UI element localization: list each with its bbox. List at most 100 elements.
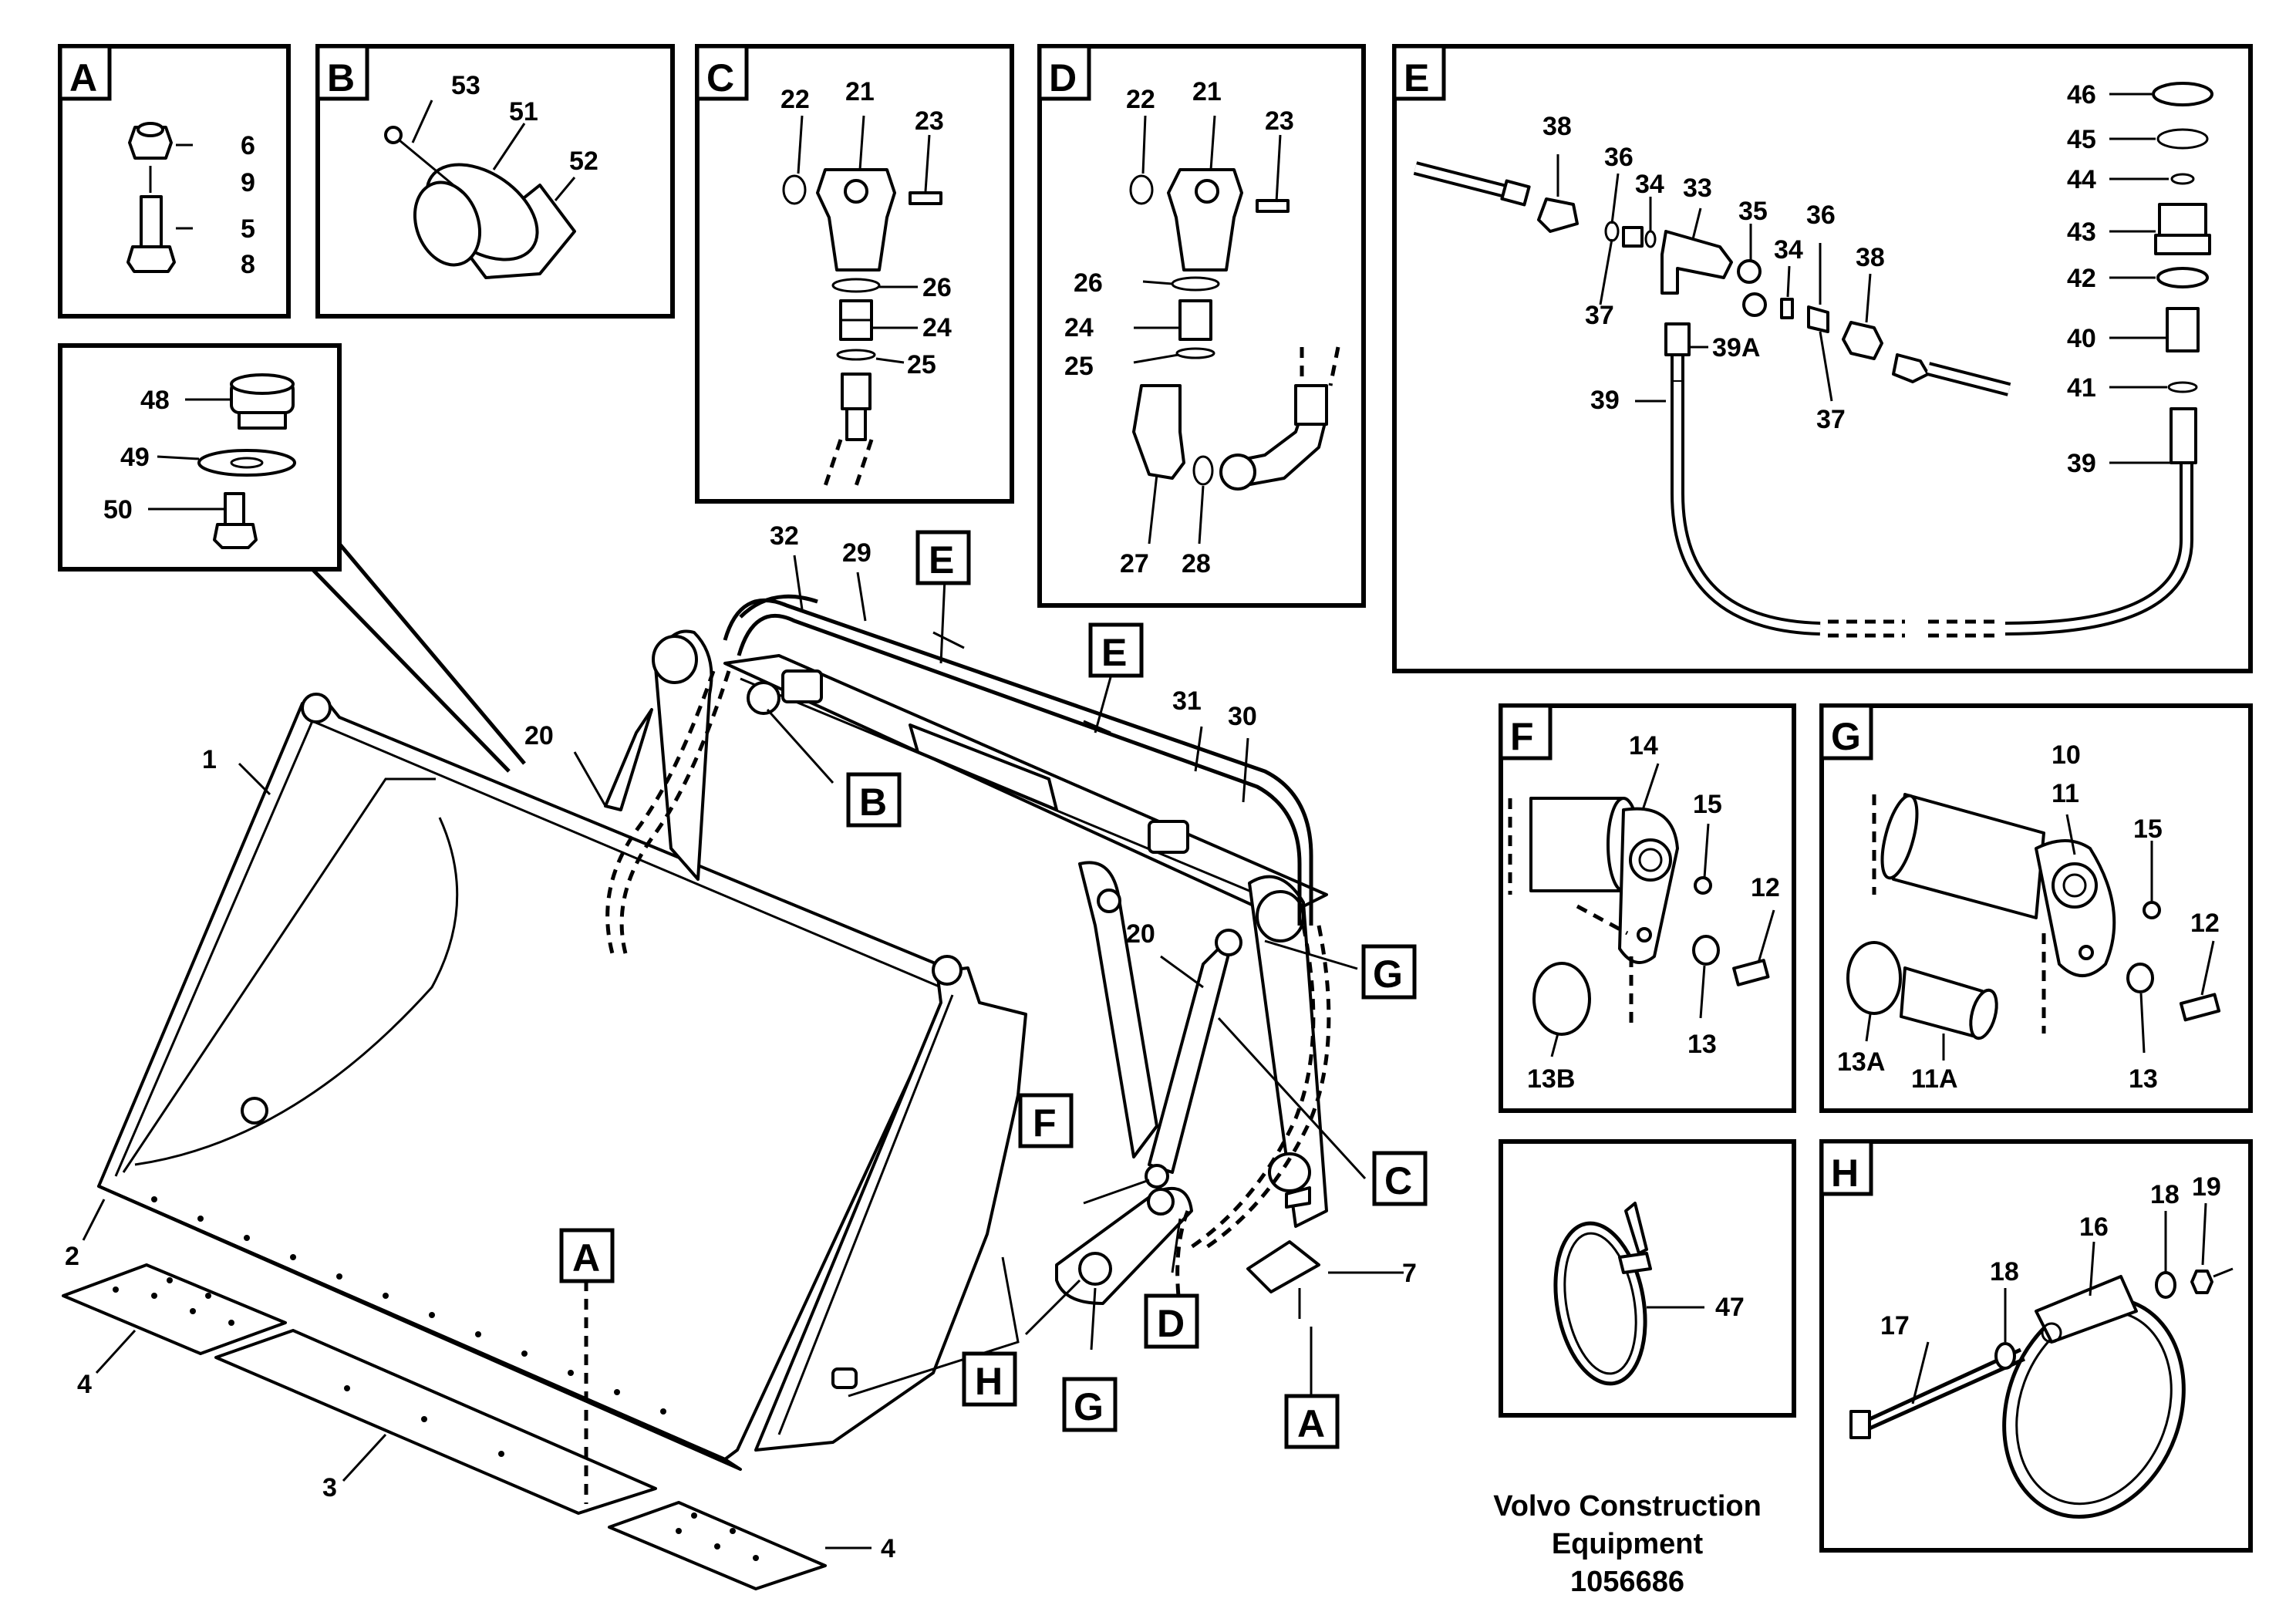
label-24: 24 <box>1064 313 1094 342</box>
callout-a-2[interactable]: A <box>1284 1394 1340 1449</box>
callout-e-2-text: E <box>1101 631 1127 674</box>
callout-c[interactable]: C <box>1372 1151 1428 1206</box>
label-20: 20 <box>1126 919 1155 949</box>
label-11a: 11A <box>1911 1064 1958 1094</box>
label-18: 18 <box>1990 1257 2019 1286</box>
inset-g-tag: G <box>1831 715 1861 758</box>
label-22: 22 <box>781 85 810 114</box>
inset-a: A 6 9 5 8 <box>58 44 291 319</box>
callout-g-2-text: G <box>1074 1385 1104 1428</box>
label-36: 36 <box>1604 143 1633 172</box>
label-1: 1 <box>202 745 217 774</box>
label-48: 48 <box>140 386 170 415</box>
label-39: 39 <box>2067 449 2096 478</box>
label-10: 10 <box>2052 740 2081 770</box>
label-25: 25 <box>1064 352 1094 381</box>
inset-e: E <box>1392 44 2253 673</box>
label-14: 14 <box>1629 731 1658 760</box>
main-assembly <box>62 555 1404 1590</box>
callout-a-1-text: A <box>572 1236 600 1280</box>
callout-h-text: H <box>975 1360 1003 1403</box>
callout-g-1[interactable]: G <box>1361 944 1417 1000</box>
label-20: 20 <box>524 721 554 750</box>
label-4: 4 <box>881 1534 895 1563</box>
footer-line3: 1056686 <box>1570 1566 1684 1598</box>
label-34: 34 <box>1635 170 1664 199</box>
footer-credit: Volvo Construction Equipment 1056686 <box>1493 1490 1762 1598</box>
label-34: 34 <box>1774 235 1803 265</box>
label-30: 30 <box>1228 702 1257 731</box>
label-13a: 13A <box>1837 1047 1885 1077</box>
label-26: 26 <box>922 273 952 302</box>
inset-h: H 17 18 16 18 19 <box>1819 1139 2253 1553</box>
inset-b: B 53 51 52 <box>315 44 675 319</box>
footer-line1: Volvo Construction <box>1493 1490 1762 1523</box>
label-3: 3 <box>322 1473 337 1502</box>
label-13: 13 <box>2129 1064 2158 1094</box>
callout-d-text: D <box>1157 1302 1185 1345</box>
label-31: 31 <box>1172 686 1202 716</box>
inset-a-tag: A <box>69 56 97 99</box>
label-46: 46 <box>2067 80 2096 110</box>
label-51: 51 <box>509 97 538 126</box>
inset-c: C 22 21 23 26 24 25 <box>695 44 1014 504</box>
callout-g-2[interactable]: G <box>1062 1377 1118 1432</box>
callout-e-1[interactable]: E <box>915 530 971 585</box>
label-25: 25 <box>907 350 936 379</box>
callout-a-2-text: A <box>1297 1402 1325 1445</box>
callout-e-2[interactable]: E <box>1088 622 1144 678</box>
label-53: 53 <box>451 71 480 100</box>
label-52: 52 <box>569 147 598 176</box>
label-12: 12 <box>1751 873 1780 902</box>
callout-d[interactable]: D <box>1144 1293 1199 1349</box>
callout-h[interactable]: H <box>962 1351 1017 1407</box>
label-32: 32 <box>770 521 799 551</box>
label-41: 41 <box>2067 373 2096 403</box>
label-7: 7 <box>1402 1259 1417 1288</box>
label-21: 21 <box>845 77 875 106</box>
label-13b: 13B <box>1527 1064 1575 1094</box>
label-50: 50 <box>103 495 133 524</box>
callout-a-1[interactable]: A <box>559 1228 615 1283</box>
label-11: 11 <box>2052 779 2079 808</box>
callout-f[interactable]: F <box>1018 1093 1074 1148</box>
label-39a: 39A <box>1712 333 1760 363</box>
label-39: 39 <box>1590 386 1620 415</box>
label-35: 35 <box>1738 197 1768 226</box>
callout-g-1-text: G <box>1373 953 1403 996</box>
inset-f-tag: F <box>1510 715 1534 758</box>
label-26: 26 <box>1074 268 1103 298</box>
label-2: 2 <box>65 1242 79 1271</box>
label-45: 45 <box>2067 125 2096 154</box>
inset-d-tag: D <box>1049 56 1077 99</box>
label-5: 5 <box>241 214 255 244</box>
label-15: 15 <box>2133 814 2163 844</box>
callout-b[interactable]: B <box>846 772 902 828</box>
label-49: 49 <box>120 443 150 472</box>
callout-c-text: C <box>1384 1159 1412 1202</box>
label-38: 38 <box>1856 243 1885 272</box>
label-43: 43 <box>2067 218 2096 247</box>
footer-line2: Equipment <box>1552 1528 1704 1560</box>
label-37: 37 <box>1816 405 1846 434</box>
callout-f-text: F <box>1033 1101 1057 1145</box>
label-4: 4 <box>77 1370 92 1399</box>
label-29: 29 <box>842 538 872 568</box>
label-19: 19 <box>2192 1172 2221 1202</box>
label-8: 8 <box>241 250 255 279</box>
inset-e-tag: E <box>1404 56 1429 99</box>
label-33: 33 <box>1683 174 1712 203</box>
label-16: 16 <box>2079 1212 2109 1242</box>
inset-tie: 47 <box>1499 1139 1796 1418</box>
label-22: 22 <box>1126 85 1155 114</box>
label-44: 44 <box>2067 165 2096 194</box>
label-12: 12 <box>2190 909 2220 938</box>
label-40: 40 <box>2067 324 2096 353</box>
label-9: 9 <box>241 168 255 197</box>
inset-d: D 22 21 23 26 24 25 27 28 <box>1037 44 1366 608</box>
label-13: 13 <box>1687 1030 1717 1059</box>
inset-plug: 48 49 50 <box>58 343 526 773</box>
label-18: 18 <box>2150 1180 2180 1209</box>
callout-b-text: B <box>859 781 887 824</box>
